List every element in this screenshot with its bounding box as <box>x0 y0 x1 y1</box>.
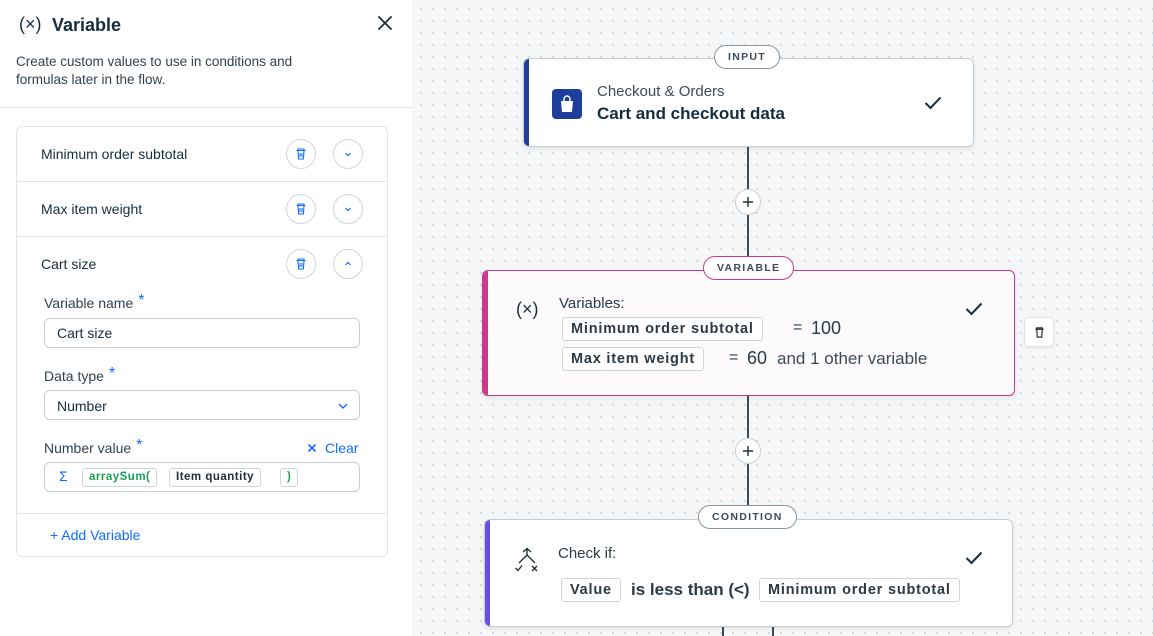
variable-icon: (×) <box>516 299 539 319</box>
data-type-label: Data type* <box>44 365 116 384</box>
variable-row-label: Max item weight <box>41 201 143 217</box>
formula-close-chip[interactable]: ) <box>280 468 299 487</box>
clear-value-button[interactable]: Clear <box>325 440 359 456</box>
add-variable-button[interactable]: + Add Variable <box>50 527 141 543</box>
node-tag-input: INPUT <box>714 45 780 69</box>
variable-row-label: Cart size <box>41 256 97 272</box>
collapse-variable-button[interactable] <box>333 249 363 279</box>
equals-sign: = <box>729 349 739 366</box>
variable-node[interactable]: (×) Variables: Minimum order subtotal = … <box>482 270 1015 396</box>
delete-variable-button[interactable] <box>286 194 316 224</box>
variable-name-label: Variable name* <box>44 292 145 311</box>
panel-header: (×) Variable Create custom values to use… <box>0 0 412 108</box>
more-variables-text: and 1 other variable <box>777 349 928 368</box>
variable-panel: (×) Variable Create custom values to use… <box>0 0 412 636</box>
plus-icon <box>743 446 753 456</box>
node-accent-bar <box>483 271 488 395</box>
variable-value: 60 <box>747 348 768 368</box>
condition-operator: is less than (<) <box>631 580 750 599</box>
shopping-bag-icon <box>552 89 582 119</box>
close-icon[interactable] <box>375 13 395 33</box>
trash-icon <box>296 203 306 215</box>
chevron-up-icon <box>345 261 351 266</box>
formula-argument-chip[interactable]: Item quantity <box>169 468 262 487</box>
variable-row-label: Minimum order subtotal <box>41 146 188 162</box>
check-icon <box>965 551 983 565</box>
variable-name-pill: Minimum order subtotal <box>562 317 763 341</box>
expand-variable-button[interactable] <box>333 139 363 169</box>
branch-icon <box>515 547 538 572</box>
add-step-button[interactable] <box>735 189 761 215</box>
variables-heading: Variables: <box>559 295 625 312</box>
panel-title: Variable <box>52 15 122 35</box>
variable-row-cart-size: Cart size Variable name* Data type* Numb… <box>17 237 387 514</box>
add-step-button[interactable] <box>735 438 761 464</box>
delete-variable-button[interactable] <box>286 249 316 279</box>
required-mark: * <box>136 437 143 454</box>
formula-icon: Σ <box>59 468 68 484</box>
formula-function-chip[interactable]: arraySum( <box>82 468 158 487</box>
condition-right-operand: Minimum order subtotal <box>759 578 960 602</box>
formula-input[interactable]: Σ arraySum( Item quantity ) <box>44 462 360 492</box>
panel-description: Create custom values to use in condition… <box>16 54 293 87</box>
delete-step-button[interactable] <box>1024 317 1054 347</box>
check-icon <box>924 96 942 110</box>
node-tag-condition: CONDITION <box>698 505 797 529</box>
expand-variable-button[interactable] <box>333 194 363 224</box>
connector-line <box>772 626 774 636</box>
chevron-down-icon <box>345 207 351 212</box>
input-node-title: Cart and checkout data <box>597 104 785 123</box>
close-icon[interactable] <box>307 443 317 453</box>
connector-line <box>722 626 724 636</box>
variable-row-minimum-order-subtotal[interactable]: Minimum order subtotal <box>17 127 387 182</box>
plus-icon <box>743 197 753 207</box>
condition-left-operand: Value <box>561 578 621 602</box>
delete-variable-button[interactable] <box>286 139 316 169</box>
equals-sign: = <box>793 319 803 336</box>
variable-list: Minimum order subtotal Max item weight C… <box>16 126 388 557</box>
required-mark: * <box>138 292 145 309</box>
number-value-label: Number value* <box>44 437 143 456</box>
trash-icon <box>296 258 306 270</box>
chevron-down-icon <box>345 152 351 157</box>
variable-name-pill: Max item weight <box>562 347 704 371</box>
variable-value: 100 <box>811 318 842 338</box>
variable-name-input[interactable] <box>44 318 360 348</box>
check-icon <box>965 302 983 316</box>
node-tag-variable: VARIABLE <box>703 256 795 280</box>
data-type-select[interactable]: Number <box>44 390 360 420</box>
trash-icon <box>296 148 306 160</box>
input-app-name: Checkout & Orders <box>597 83 725 100</box>
input-node[interactable]: Checkout & Orders Cart and checkout data <box>523 58 974 147</box>
required-mark: * <box>108 365 116 382</box>
trash-icon <box>1034 326 1044 338</box>
variable-icon: (×) <box>19 14 42 34</box>
chevron-down-icon <box>338 403 348 409</box>
condition-heading: Check if: <box>558 545 617 562</box>
flow-canvas[interactable]: Checkout & Orders Cart and checkout data… <box>412 0 1153 636</box>
data-type-value: Number <box>57 398 107 414</box>
node-accent-bar <box>524 59 529 146</box>
node-accent-bar <box>485 520 490 626</box>
variable-row-max-item-weight[interactable]: Max item weight <box>17 182 387 237</box>
condition-node[interactable]: Check if: Value is less than (<) Minimum… <box>484 519 1013 627</box>
